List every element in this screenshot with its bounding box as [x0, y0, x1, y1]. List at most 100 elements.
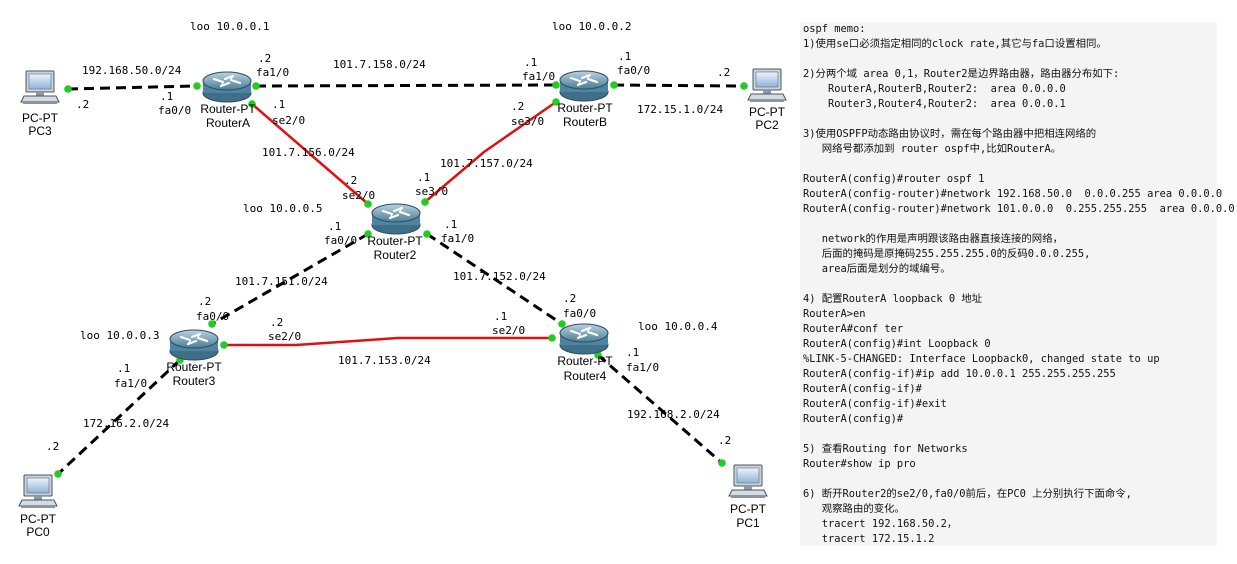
- host-label: .2: [76, 98, 89, 111]
- loopback-labels: loo 10.0.0.1 loo 10.0.0.2 loo 10.0.0.5 l…: [80, 20, 718, 342]
- ospf-memo-panel: ospf memo:1)使用se口必须指定相同的clock rate,其它与fa…: [800, 22, 1235, 546]
- host-label: .2: [511, 100, 524, 113]
- memo-line: [800, 217, 1217, 232]
- link-router2-router3[interactable]: [211, 232, 369, 326]
- memo-line: Router#show ip pro: [803, 458, 916, 470]
- link-routera-routerb[interactable]: [255, 83, 557, 88]
- network-label: 101.7.156.0/24: [262, 146, 355, 159]
- memo-line: 6) 断开Router2的se2/0,fa0/0前后，在PC0 上分别执行下面命…: [803, 488, 1132, 500]
- router-routerb[interactable]: Router-PT RouterB: [557, 69, 613, 129]
- links-layer: [56, 83, 745, 476]
- interface-label: fa1/0: [441, 232, 474, 245]
- router-name-label: Router3: [173, 374, 216, 388]
- memo-line: RouterA(config-router)#network 101.0.0.0…: [803, 203, 1235, 215]
- interface-label: se3/0: [511, 115, 544, 128]
- interface-label: se2/0: [268, 330, 301, 343]
- memo-line: RouterA(config-router)#network 192.168.5…: [803, 188, 1223, 200]
- memo-line: [800, 157, 1217, 172]
- memo-line: RouterA(config-if)#: [803, 383, 922, 395]
- host-label: .2: [344, 174, 357, 187]
- interface-label: fa1/0: [522, 70, 555, 83]
- memo-line: ospf memo:: [803, 23, 866, 35]
- link-routera-router2[interactable]: [251, 103, 369, 205]
- host-label: .1: [417, 171, 430, 184]
- pc-pc3[interactable]: PC-PT PC3: [20, 70, 60, 138]
- router-model-label: Router-PT: [557, 101, 613, 115]
- router-routera[interactable]: Router-PT RouterA: [200, 70, 256, 130]
- memo-line: [800, 52, 1217, 67]
- network-label: 172.15.1.0/24: [637, 103, 723, 116]
- host-label: .1: [444, 218, 457, 231]
- link-routerb-router2[interactable]: [424, 100, 557, 203]
- memo-line: tracert 172.15.1.2: [803, 533, 935, 545]
- pc-model-label: PC-PT: [22, 111, 59, 125]
- router-router3[interactable]: Router-PT Router3: [166, 328, 222, 388]
- memo-line: 3)使用OSPFP动态路由协议时，需在每个路由器中把相连网络的: [803, 128, 1097, 140]
- memo-line: [800, 277, 1217, 292]
- link-router2-router4[interactable]: [426, 232, 563, 326]
- pc-pc0[interactable]: PC-PT PC0: [18, 474, 58, 539]
- host-label: .2: [198, 295, 211, 308]
- host-label: .2: [717, 66, 730, 79]
- pc-model-label: PC-PT: [730, 502, 767, 516]
- host-label: .1: [494, 310, 507, 323]
- pc-pc1[interactable]: PC-PT PC1: [728, 464, 768, 530]
- link-routerb-pc2[interactable]: [613, 83, 745, 88]
- network-label: 101.7.158.0/24: [333, 58, 426, 71]
- router-router4[interactable]: Router-PT Router4: [557, 322, 613, 383]
- loopback-router3: loo 10.0.0.3: [80, 329, 159, 342]
- router-name-label: RouterB: [563, 115, 607, 129]
- pc-name-label: PC2: [755, 118, 779, 132]
- network-labels: 192.168.50.0/24 101.7.158.0/24 172.15.1.…: [82, 58, 723, 430]
- link-router3-router4[interactable]: [224, 336, 552, 347]
- memo-line: RouterA,RouterB,Router2: area 0.0.0.0: [803, 83, 1066, 95]
- host-label: .1: [117, 362, 130, 375]
- link-pc3-routera[interactable]: [67, 84, 198, 91]
- network-label: 101.7.152.0/24: [453, 270, 546, 283]
- memo-line: [800, 112, 1217, 127]
- interface-label: se2/0: [342, 189, 375, 202]
- memo-line: %LINK-5-CHANGED: Interface Loopback0, ch…: [803, 353, 1160, 365]
- interface-label: fa1/0: [256, 66, 289, 79]
- pc-name-label: PC3: [28, 124, 52, 138]
- memo-line: area后面是划分的域编号。: [803, 263, 951, 275]
- memo-line: RouterA>en: [803, 308, 866, 320]
- host-label: .2: [270, 316, 283, 329]
- pc-name-label: PC1: [736, 516, 760, 530]
- host-label: .2: [563, 292, 576, 305]
- interface-label: fa0/0: [324, 234, 357, 247]
- loopback-routera: loo 10.0.0.1: [190, 20, 269, 33]
- memo-line: RouterA(config-if)#ip add 10.0.0.1 255.2…: [803, 368, 1116, 380]
- router-router2[interactable]: Router-PT Router2: [367, 202, 423, 262]
- interface-label: fa1/0: [626, 361, 659, 374]
- pc-pc2[interactable]: PC-PT PC2: [747, 68, 787, 132]
- pc-name-label: PC0: [26, 525, 50, 539]
- host-label: .2: [258, 52, 271, 65]
- interface-label: fa0/0: [563, 307, 596, 320]
- memo-line: Router3,Router4,Router2: area 0.0.0.1: [803, 98, 1066, 110]
- link-router4-pc1[interactable]: [597, 353, 723, 465]
- memo-line: 2)分两个域 area 0,1，Router2是边界路由器，路由器分布如下:: [803, 68, 1120, 80]
- interface-label: fa0/0: [617, 64, 650, 77]
- memo-line: network的作用是声明跟该路由器直接连接的网络，: [803, 233, 1063, 245]
- network-label: 101.7.157.0/24: [440, 157, 533, 170]
- link-router3-pc0[interactable]: [56, 358, 182, 476]
- router-name-label: Router2: [374, 248, 417, 262]
- interface-label: fa0/0: [196, 310, 229, 323]
- memo-line: RouterA(config)#: [803, 413, 904, 425]
- host-label: .1: [626, 346, 639, 359]
- router-name-label: Router4: [564, 369, 607, 383]
- host-label: .1: [618, 50, 631, 63]
- interface-label: fa0/0: [158, 104, 191, 117]
- loopback-routerb: loo 10.0.0.2: [552, 20, 631, 33]
- host-label: .1: [328, 220, 341, 233]
- port-indicators: [54, 81, 748, 478]
- interface-label: se2/0: [272, 114, 305, 127]
- interface-label: fa1/0: [114, 377, 147, 390]
- memo-line: tracert 192.168.50.2，: [803, 518, 958, 530]
- host-label: .1: [160, 90, 173, 103]
- memo-line: RouterA(config)#router ospf 1: [803, 173, 985, 185]
- interface-label: se2/0: [492, 324, 525, 337]
- memo-line: [800, 427, 1217, 442]
- router-name-label: RouterA: [206, 116, 250, 130]
